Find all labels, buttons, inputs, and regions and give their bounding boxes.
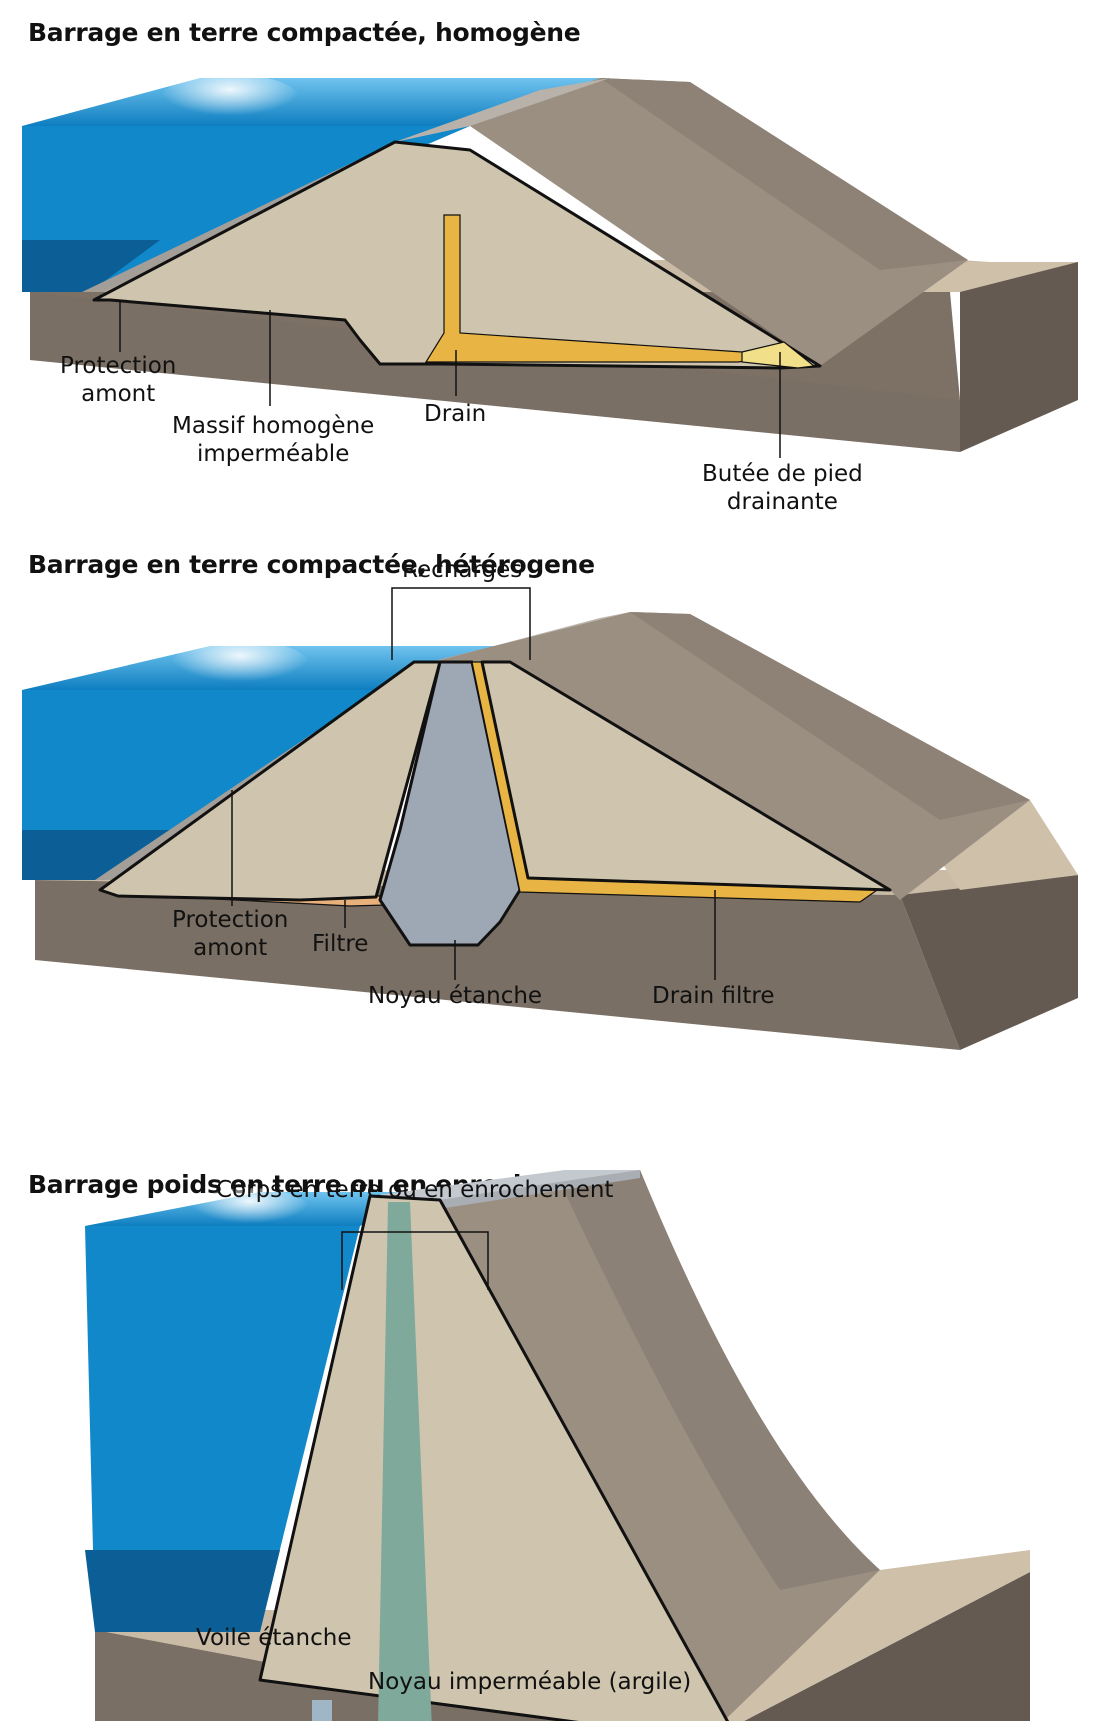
- drain-toe: [741, 341, 816, 369]
- downstream-shell: [480, 660, 892, 892]
- impermeable-core: [378, 1202, 432, 1721]
- diagram-gravity: Barrage poids en terre ou en enrochement: [0, 1170, 1104, 1721]
- dam-crest: [395, 78, 610, 142]
- dam-downstream-slope: [470, 78, 968, 366]
- water-body: [85, 1226, 360, 1630]
- label-recharges: Recharges: [402, 557, 523, 583]
- dam-downstream-slope: [430, 1170, 880, 1721]
- diagram-title: Barrage en terre compactée, hétérogene: [28, 550, 595, 579]
- grout-curtain: [312, 1700, 332, 1721]
- diagram-title: Barrage en terre compactée, homogène: [28, 18, 581, 47]
- label-core: Noyau imperméable (argile): [368, 1669, 692, 1695]
- ground-front: [35, 880, 960, 1050]
- ground-right: [900, 875, 1078, 1050]
- label-filter: Filtre: [312, 931, 369, 957]
- label-drain: Drain: [424, 401, 487, 427]
- label-core: Noyau étanche: [368, 983, 543, 1009]
- dam-illustration: [85, 1170, 1030, 1721]
- label-body: Corps en terre ou en enrochement: [216, 1177, 614, 1203]
- diagram-heterogeneous: Barrage en terre compactée, hétérogene: [0, 550, 1104, 1140]
- label-drain-filter: Drain filtre: [652, 983, 775, 1009]
- upstream-shell: [98, 660, 442, 902]
- dam-illustration: [22, 74, 1078, 458]
- dam-crest: [370, 1170, 640, 1200]
- diagram-homogeneous: Barrage en terre compactée, homogène: [0, 0, 1104, 560]
- dam-downstream-slope: [430, 612, 1030, 900]
- ground-right: [700, 1572, 1030, 1721]
- label-grout-curtain: Voile étanche: [196, 1625, 352, 1651]
- dam-body: [258, 1194, 730, 1721]
- dam-illustration: [22, 587, 1078, 1050]
